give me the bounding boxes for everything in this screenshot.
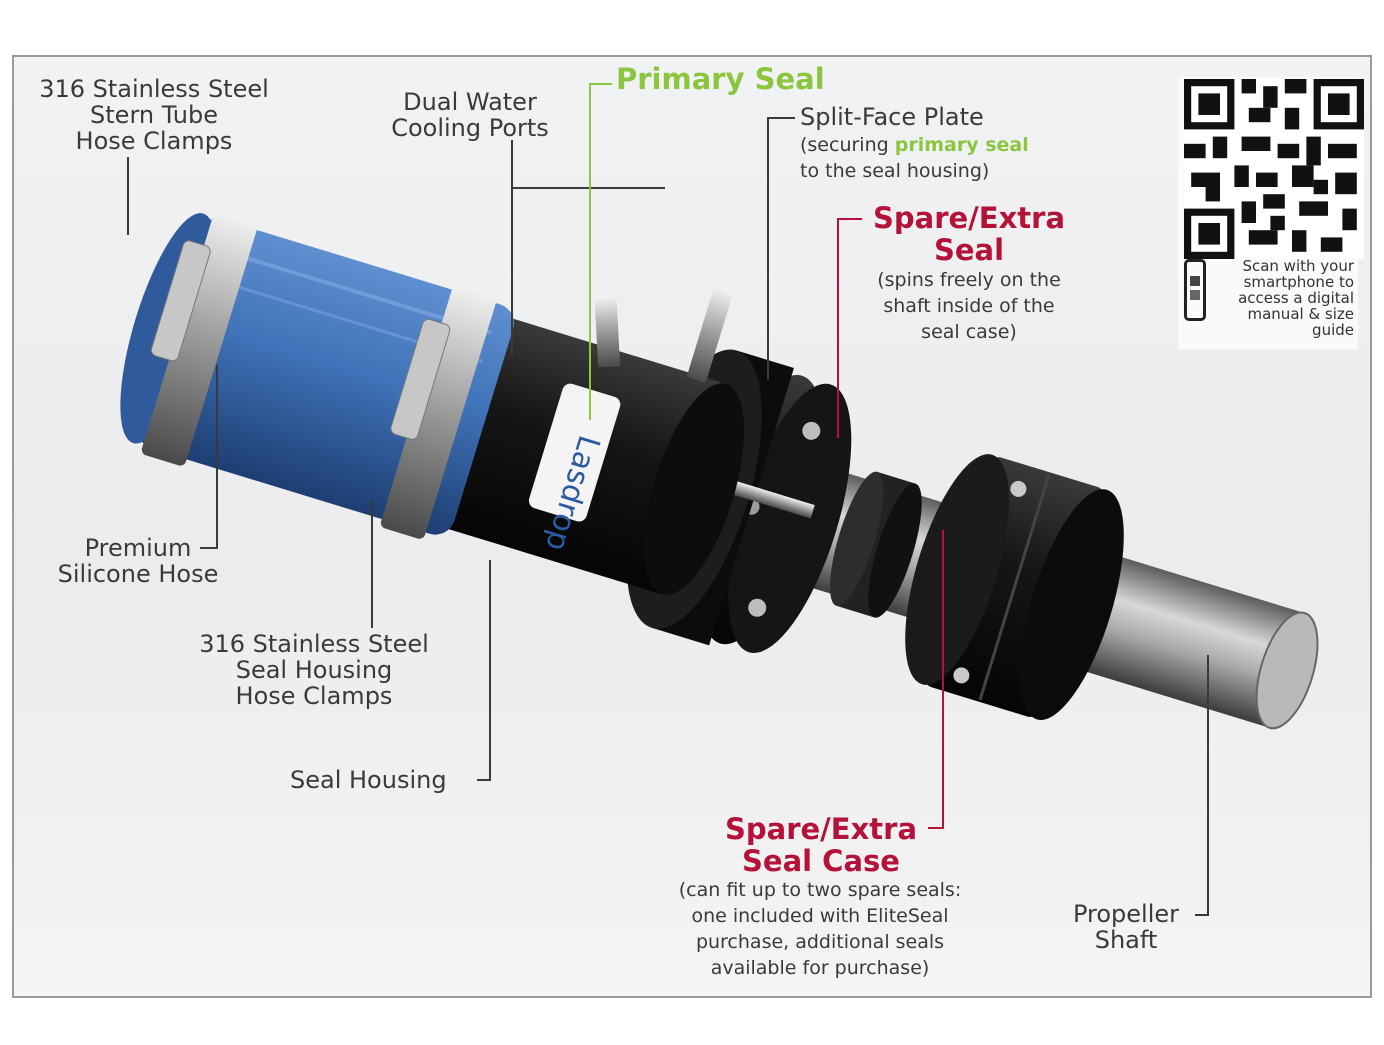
label-seal-housing: Seal Housing xyxy=(290,766,447,794)
label-split-face-plate: Split-Face Plate xyxy=(800,103,984,131)
spare-extra-seal-note: (spins freely on the shaft inside of the… xyxy=(877,269,1061,343)
cooling-ports xyxy=(594,286,734,383)
seal-housing-hose-clamp xyxy=(380,283,497,539)
qr-code[interactable] xyxy=(1184,79,1364,259)
label-dual-water-cooling-ports: Dual Water Cooling Ports xyxy=(391,88,549,142)
label-premium-silicone-hose: Premium Silicone Hose xyxy=(57,534,219,588)
label-seal-housing-hose-clamps: 316 Stainless Steel Seal Housing Hose Cl… xyxy=(199,630,429,710)
qr-instructions: Scan with your smartphone to access a di… xyxy=(1238,257,1354,339)
smartphone-icon xyxy=(1184,259,1206,321)
qr-panel xyxy=(1178,77,1364,349)
label-primary-seal: Primary Seal xyxy=(616,62,825,96)
label-stern-tube-hose-clamps: 316 Stainless Steel Stern Tube Hose Clam… xyxy=(39,75,269,155)
stern-tube-hose-clamp xyxy=(141,210,258,466)
primary-seal-leader xyxy=(589,83,612,420)
label-spare-extra-seal: Spare/Extra Seal xyxy=(872,201,1066,267)
seal-housing: Lasdrop xyxy=(442,316,745,595)
spare-extra-seal-case-note: (can fit up to two spare seals: one incl… xyxy=(678,879,962,979)
leader-lines xyxy=(127,117,1209,916)
spare-seal-case xyxy=(905,454,1124,720)
label-propeller-shaft: Propeller Shaft xyxy=(1072,900,1180,954)
spare-seal-leaders xyxy=(837,218,944,829)
split-face-plate-note: (securing primary seal to the seal housi… xyxy=(800,134,1029,182)
spare-seal xyxy=(829,471,922,618)
label-spare-extra-seal-case: Spare/Extra Seal Case xyxy=(724,812,918,878)
